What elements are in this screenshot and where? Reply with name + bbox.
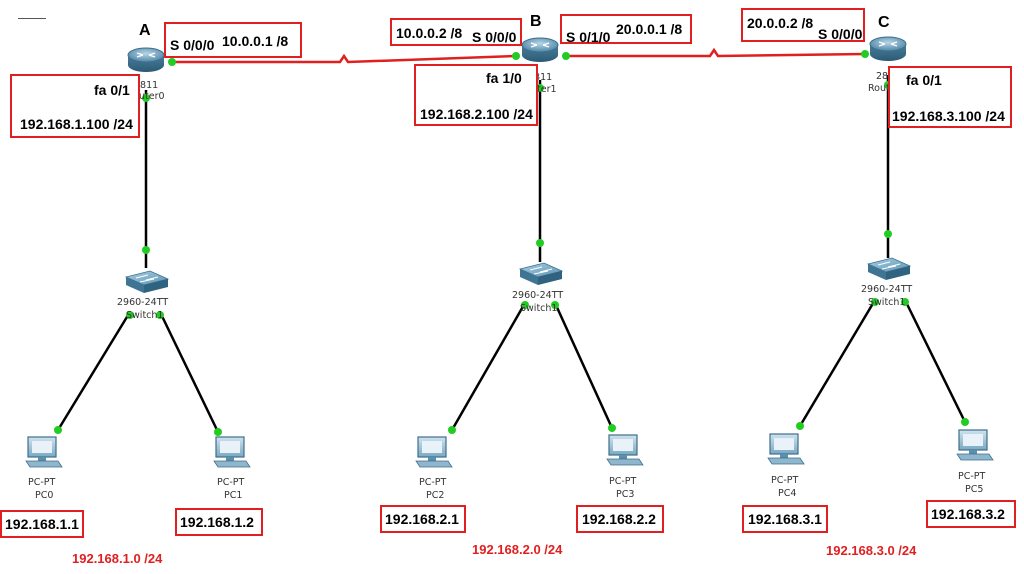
pc3-name: PC3 (616, 489, 635, 500)
serial-link-b-c[interactable] (566, 47, 866, 58)
router0-model: 2811 (134, 80, 159, 91)
router-c-letter: C (878, 14, 890, 31)
pc5-name: PC5 (965, 484, 984, 495)
pc2-ip-box (380, 505, 466, 533)
pc-icon[interactable] (767, 433, 805, 465)
pc0-name: PC0 (35, 490, 54, 501)
router-b-serial0-ip: 10.0.0.2 /8 (396, 25, 463, 41)
link-switch1-pc1[interactable] (158, 311, 220, 433)
switch-a-model: 2960-24TT (117, 297, 169, 308)
switch-b-model: 2960-24TT (512, 290, 564, 301)
pc0-ip: 192.168.1.1 (5, 516, 79, 532)
pc5-ip-box (926, 500, 1016, 528)
switch-c-model: 2960-24TT (861, 284, 913, 295)
link-lights (54, 50, 969, 436)
switch-icon[interactable] (866, 257, 912, 280)
pc-icon[interactable] (956, 429, 994, 461)
router-a-fa-box (10, 74, 140, 138)
pc3-ip: 192.168.2.2 (582, 511, 656, 527)
link-switch3-pc4[interactable] (798, 299, 877, 427)
router-c-fa-label: fa 0/1 (906, 72, 942, 88)
network-label-2: 192.168.2.0 /24 (472, 542, 563, 557)
router0-name: Router0 (127, 91, 165, 102)
router-c-fa-ip: 192.168.3.100 /24 (892, 108, 1005, 124)
switch-c-name: Switch1 (868, 297, 906, 308)
network-label-3: 192.168.3.0 /24 (826, 543, 917, 558)
router-icon[interactable] (521, 37, 559, 62)
link-switch3-pc5[interactable] (903, 299, 967, 423)
pc1-ip: 192.168.1.2 (180, 514, 254, 530)
network-label-1: 192.168.1.0 /24 (72, 551, 163, 566)
pc3-ip-box (576, 505, 664, 533)
pc4-name: PC4 (778, 488, 797, 499)
router-a-serial-label: S 0/0/0 (170, 37, 215, 53)
switch-a-name: Switch1 (126, 310, 164, 321)
router1-model: 2811 (528, 72, 553, 83)
pc1-type: PC-PT (217, 477, 245, 488)
pc-icon[interactable] (25, 436, 63, 468)
router-b-serial1-label: S 0/1/0 (566, 29, 611, 45)
pc1-name: PC1 (224, 490, 243, 501)
router-a-serial-box (164, 22, 302, 58)
link-switch2-pc2[interactable] (450, 302, 527, 431)
router-b-fa-label: fa 1/0 (486, 70, 522, 86)
switch-icon[interactable] (124, 270, 170, 293)
pc0-type: PC-PT (28, 477, 56, 488)
router-b-fa-ip: 192.168.2.100 /24 (420, 106, 533, 122)
router-a-serial-ip: 10.0.0.1 /8 (222, 33, 289, 49)
pc4-ip-box (742, 505, 828, 533)
router-c-serial-box (741, 8, 865, 42)
window-corner-mark (18, 18, 46, 19)
pc5-type: PC-PT (958, 471, 986, 482)
pc-icon[interactable] (606, 434, 644, 466)
switch-b-name: Switch1 (520, 303, 558, 314)
pc2-type: PC-PT (419, 477, 447, 488)
router-b-fa-box (414, 64, 538, 126)
router-a-fa-label: fa 0/1 (94, 82, 130, 98)
pc4-ip: 192.168.3.1 (748, 511, 822, 527)
router-c-fa-box (888, 66, 1012, 128)
router-b-serial0-box (390, 18, 522, 46)
pc3-type: PC-PT (609, 476, 637, 487)
router-b-serial0-label: S 0/0/0 (472, 29, 517, 45)
pc2-name: PC2 (426, 490, 445, 501)
router-c-serial-label: S 0/0/0 (818, 26, 863, 42)
link-switch2-pc3[interactable] (553, 302, 614, 429)
router-b-letter: B (530, 13, 542, 30)
router-c-serial-ip: 20.0.0.2 /8 (747, 15, 814, 31)
router-a-letter: A (139, 22, 151, 39)
router-icon[interactable] (127, 47, 165, 72)
pc4-type: PC-PT (771, 475, 799, 486)
serial-link-a-b[interactable] (172, 53, 517, 64)
pc1-ip-box (175, 508, 263, 536)
link-switch1-pc0[interactable] (56, 311, 132, 431)
router-a-fa-ip: 192.168.1.100 /24 (20, 116, 133, 132)
router2-name: Router2 (868, 83, 906, 94)
pc2-ip: 192.168.2.1 (385, 511, 459, 527)
router-icon[interactable] (869, 36, 907, 61)
switch-icon[interactable] (518, 262, 564, 285)
router-b-serial1-ip: 20.0.0.1 /8 (616, 21, 683, 37)
pc-icon[interactable] (415, 436, 453, 468)
pc-icon[interactable] (213, 436, 251, 468)
router-b-serial1-box (560, 14, 692, 44)
pc0-ip-box (0, 510, 84, 538)
pc5-ip: 192.168.3.2 (931, 506, 1005, 522)
